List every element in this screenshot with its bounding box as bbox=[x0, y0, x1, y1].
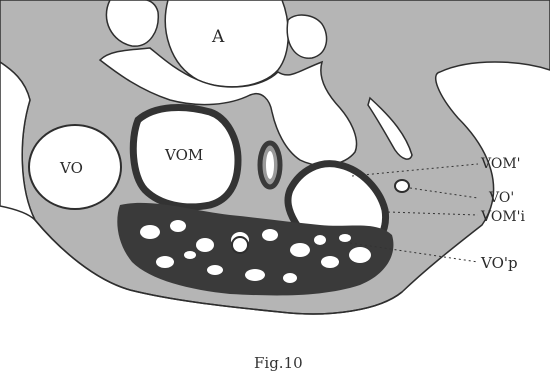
figure-caption: Fig.10 bbox=[254, 354, 303, 372]
label-vom-prime: VOM' bbox=[480, 156, 521, 172]
label-vo: VO bbox=[59, 159, 83, 177]
label-a: A bbox=[211, 27, 225, 47]
mass-center-ring bbox=[232, 237, 248, 253]
label-vom: VOM bbox=[164, 146, 203, 164]
label-vom-prime-i: VOM'i bbox=[480, 209, 526, 225]
label-vo-prime-p: VO'p bbox=[480, 254, 518, 272]
vo-prime-circle bbox=[395, 180, 409, 192]
label-vo-prime: VO' bbox=[488, 190, 514, 206]
